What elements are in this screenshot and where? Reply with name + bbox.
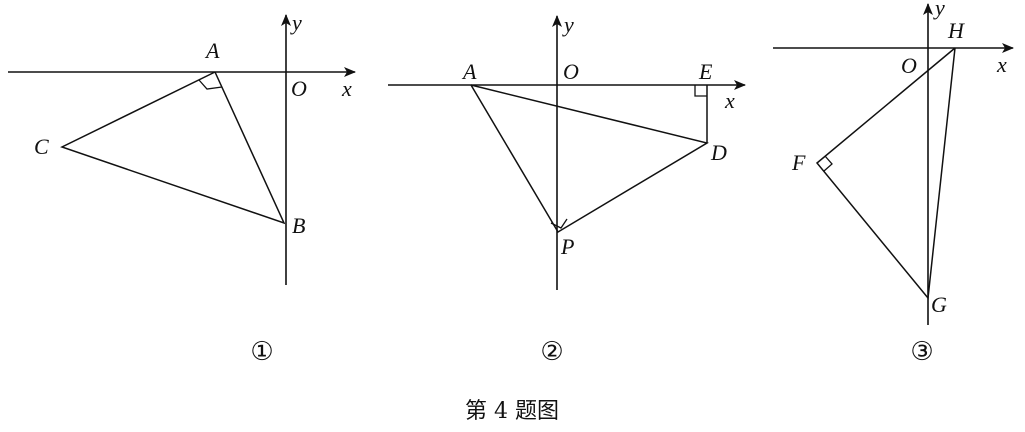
fig3-origin-label: O <box>901 53 917 78</box>
fig1-y-label: y <box>290 10 302 35</box>
fig3-point-h-label: H <box>947 18 965 43</box>
fig2-point-e-label: E <box>698 59 713 84</box>
fig3-point-g-label: G <box>931 292 947 317</box>
fig2-point-a-label: A <box>461 59 477 84</box>
fig1-point-c-label: C <box>34 134 49 159</box>
fig2-point-p-label: P <box>560 234 574 259</box>
fig1-origin-label: O <box>291 76 307 101</box>
fig2-segments-apd <box>470 84 709 234</box>
figure-2: y x O A E D P ② <box>388 12 746 367</box>
fig3-number: ③ <box>910 337 933 367</box>
fig1-point-b-label: B <box>292 213 305 238</box>
fig3-right-angle-mark-f <box>823 155 833 172</box>
fig1-x-label: x <box>341 76 352 101</box>
figure-3: y x O H F G ③ <box>773 0 1014 367</box>
figure-caption: 第 4 题图 <box>465 399 559 424</box>
fig2-right-angle-mark-p <box>550 218 568 229</box>
fig2-right-angle-mark-e <box>694 85 707 97</box>
fig2-number: ② <box>540 337 563 367</box>
fig1-right-angle-mark-a <box>198 79 223 90</box>
fig1-number: ① <box>250 337 273 367</box>
fig3-triangle-fgh <box>815 47 956 300</box>
fig1-triangle-abc <box>60 71 286 225</box>
fig2-origin-label: O <box>563 59 579 84</box>
fig1-point-a-label: A <box>204 38 220 63</box>
fig3-point-f-label: F <box>791 150 806 175</box>
fig3-x-label: x <box>996 52 1007 77</box>
fig2-point-d-label: D <box>710 140 727 165</box>
fig2-x-label: x <box>724 88 735 113</box>
fig3-y-label: y <box>933 0 945 20</box>
figure-1: y x O A B C ① <box>8 10 356 367</box>
fig2-y-label: y <box>562 12 574 37</box>
